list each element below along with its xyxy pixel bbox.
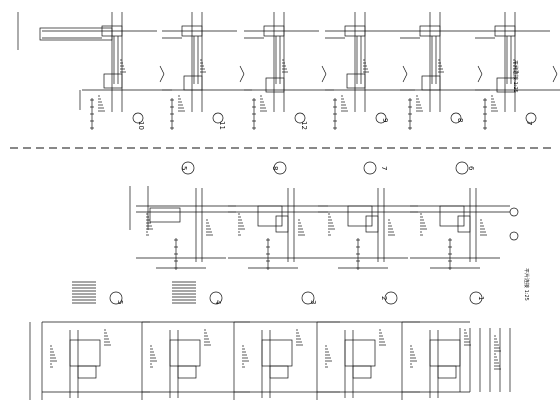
axis-bubble xyxy=(509,231,519,241)
section-marker-label: 6 xyxy=(467,166,475,171)
row2-details xyxy=(129,161,519,270)
section-marker-label: 11 xyxy=(218,121,226,130)
break-mark xyxy=(239,73,245,83)
joint-box xyxy=(269,365,289,379)
section-marker-circle xyxy=(181,161,195,175)
scale-note: 平片连接 1:25 xyxy=(523,268,530,301)
axis-bubble xyxy=(509,207,519,217)
section-marker-circle xyxy=(109,291,123,305)
section-marker-circle xyxy=(469,291,483,305)
section-marker-circle xyxy=(301,291,315,305)
section-marker-circle xyxy=(450,112,462,124)
section-marker-circle xyxy=(384,291,398,305)
row3-details xyxy=(29,281,511,400)
section-marker-circle xyxy=(455,161,469,175)
section-marker-label: 2 xyxy=(380,296,388,300)
break-mark xyxy=(477,65,483,75)
joint-box xyxy=(169,339,201,367)
joint-box xyxy=(265,77,285,93)
joint-box xyxy=(346,73,366,89)
section-marker-label: 8 xyxy=(456,118,464,122)
joint-box xyxy=(261,339,293,367)
joint-box xyxy=(149,207,181,223)
joint-box xyxy=(496,77,516,93)
section-marker-circle xyxy=(273,161,287,175)
break-mark xyxy=(477,73,483,83)
joint-box xyxy=(183,75,203,91)
joint-box xyxy=(177,365,197,379)
section-marker-label: 1 xyxy=(477,296,485,300)
section-marker-circle xyxy=(294,112,306,124)
joint-box xyxy=(275,215,289,233)
section-marker-label: 8 xyxy=(271,166,279,170)
joint-box xyxy=(77,365,97,379)
section-marker-label: 4 xyxy=(214,300,222,305)
section-marker-label: 7 xyxy=(380,166,388,170)
break-mark xyxy=(402,65,408,75)
joint-box xyxy=(457,215,471,233)
joint-box xyxy=(69,339,101,367)
break-mark xyxy=(552,65,558,75)
section-marker-label: 5 xyxy=(180,166,188,170)
section-marker-label: 7 xyxy=(525,121,533,125)
section-marker-label: 3 xyxy=(309,300,317,304)
section-marker-circle xyxy=(209,291,223,305)
scale-note: 平片连接 1:25 xyxy=(512,60,519,93)
section-marker-label: 12 xyxy=(300,121,308,130)
section-marker-circle xyxy=(375,112,387,124)
joint-box xyxy=(437,365,457,379)
section-marker-circle xyxy=(363,161,377,175)
section-marker-label: 10 xyxy=(137,121,145,130)
break-mark xyxy=(159,65,165,75)
section-marker-circle xyxy=(212,112,224,124)
break-mark xyxy=(552,73,558,83)
joint-box xyxy=(344,339,376,367)
break-mark xyxy=(321,73,327,83)
row1-details xyxy=(17,12,560,130)
joint-box xyxy=(103,73,123,89)
section-marker-label: 5 xyxy=(116,300,124,304)
break-mark xyxy=(159,73,165,83)
joint-box xyxy=(421,75,441,91)
joint-box xyxy=(429,339,461,367)
break-mark xyxy=(321,65,327,75)
section-marker-circle xyxy=(525,112,537,124)
section-marker-label: 9 xyxy=(381,118,389,122)
section-marker-circle xyxy=(132,112,144,124)
joint-box xyxy=(352,365,372,379)
joint-box xyxy=(365,215,379,233)
break-mark xyxy=(402,73,408,83)
beam-section xyxy=(39,27,113,41)
break-mark xyxy=(239,65,245,75)
